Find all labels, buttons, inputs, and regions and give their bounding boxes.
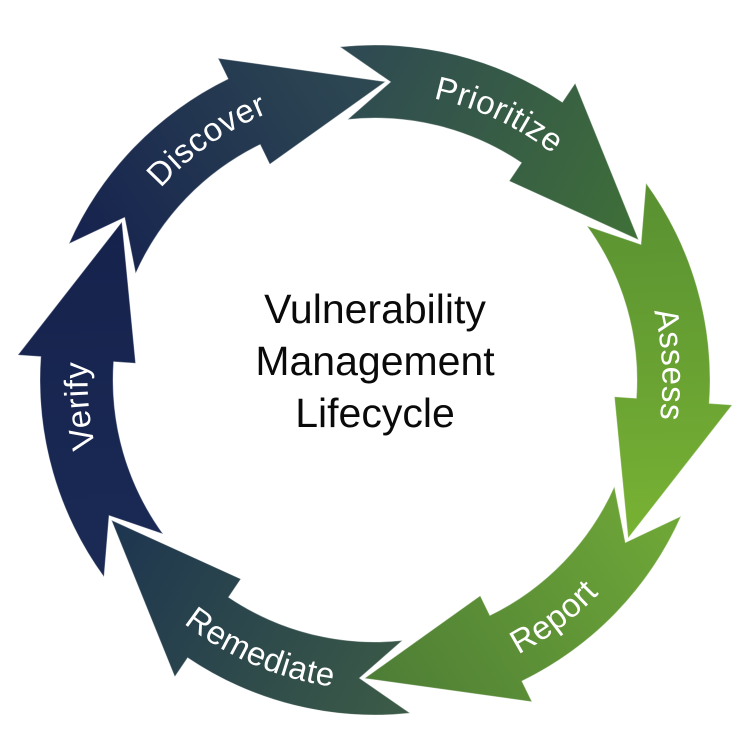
diagram-title: Vulnerability Management Lifecycle xyxy=(175,283,575,439)
title-line-1: Vulnerability xyxy=(264,286,486,332)
arrow-prioritize xyxy=(338,44,640,241)
arrow-verify xyxy=(16,220,165,579)
title-line-3: Lifecycle xyxy=(295,390,455,436)
arrow-assess xyxy=(585,181,734,540)
arrows-layer xyxy=(16,44,734,716)
stage-label-verify: Verify xyxy=(57,361,102,453)
arrow-remediate xyxy=(110,519,412,716)
arrow-discover xyxy=(67,57,387,276)
arrow-report xyxy=(363,484,683,703)
title-line-2: Management xyxy=(255,338,495,384)
